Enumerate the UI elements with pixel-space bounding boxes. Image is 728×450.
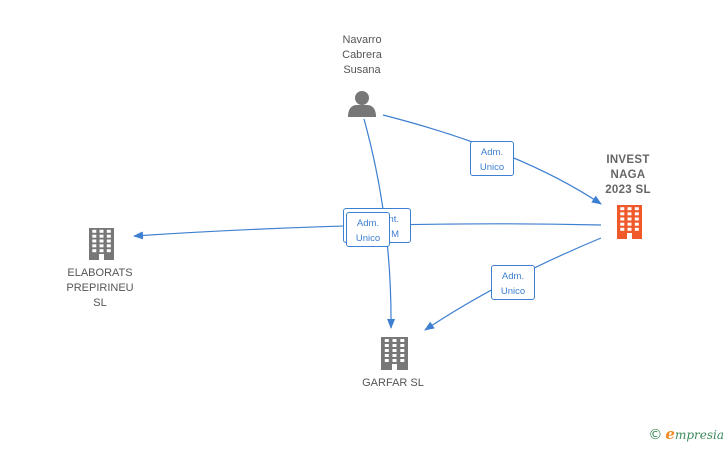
brand-initial: e (665, 425, 675, 443)
node-label-elaborats[interactable]: ELABORATS PREPIRINEU SL (66, 267, 134, 309)
node-label-person[interactable]: Navarro Cabrera Susana (342, 34, 382, 76)
building-window-elaborats (106, 239, 111, 243)
node-label-garfar[interactable]: GARFAR SL (362, 377, 424, 389)
building-window-invest (634, 217, 639, 221)
building-window-invest (627, 222, 632, 226)
building-window-elaborats (99, 244, 104, 248)
building-window-garfar (384, 349, 389, 352)
building-window-garfar (384, 354, 389, 357)
building-window-invest (634, 227, 639, 231)
building-window-elaborats (99, 229, 104, 233)
building-window-elaborats (106, 229, 111, 233)
building-window-invest (620, 217, 625, 221)
building-window-invest (620, 227, 625, 231)
building-window-garfar (384, 344, 389, 347)
brand-logo: ©empresia (648, 425, 724, 443)
building-window-garfar (400, 344, 405, 347)
building-window-invest (627, 212, 632, 216)
building-window-garfar (384, 359, 389, 362)
building-window-garfar (384, 339, 389, 342)
building-window-invest (620, 222, 625, 226)
building-window-elaborats (92, 239, 97, 243)
building-window-garfar (400, 354, 405, 357)
building-window-elaborats (92, 229, 97, 233)
building-window-elaborats (92, 234, 97, 238)
building-window-garfar (400, 359, 405, 362)
building-window-garfar (392, 354, 397, 357)
building-window-garfar (400, 339, 405, 342)
building-window-elaborats (106, 234, 111, 238)
edge-label-person-garfar: Adm. Unico (346, 212, 390, 247)
building-window-invest (620, 207, 625, 211)
building-door-garfar (392, 364, 397, 370)
copyright-icon: © (648, 427, 663, 443)
edge-label-person-invest: Adm. Unico (470, 141, 514, 176)
building-window-invest (627, 227, 632, 231)
building-window-elaborats (106, 249, 111, 253)
building-window-invest (627, 217, 632, 221)
person-icon (348, 91, 376, 117)
building-window-invest (634, 212, 639, 216)
building-window-elaborats (92, 249, 97, 253)
building-window-elaborats (106, 244, 111, 248)
building-window-invest (627, 207, 632, 211)
building-window-invest (634, 207, 639, 211)
node-label-invest[interactable]: INVEST NAGA 2023 SL (605, 154, 651, 196)
building-door-elaborats (99, 254, 104, 260)
building-window-invest (620, 212, 625, 216)
building-door-invest (627, 233, 632, 239)
building-window-invest (634, 222, 639, 226)
building-window-garfar (400, 349, 405, 352)
building-window-garfar (392, 359, 397, 362)
building-window-elaborats (99, 249, 104, 253)
building-window-elaborats (99, 239, 104, 243)
building-window-garfar (392, 349, 397, 352)
building-window-elaborats (92, 244, 97, 248)
building-window-garfar (392, 339, 397, 342)
building-window-garfar (392, 344, 397, 347)
edge-label-invest-garfar: Adm. Unico (491, 265, 535, 300)
brand-name: mpresia (674, 428, 724, 442)
building-window-elaborats (99, 234, 104, 238)
